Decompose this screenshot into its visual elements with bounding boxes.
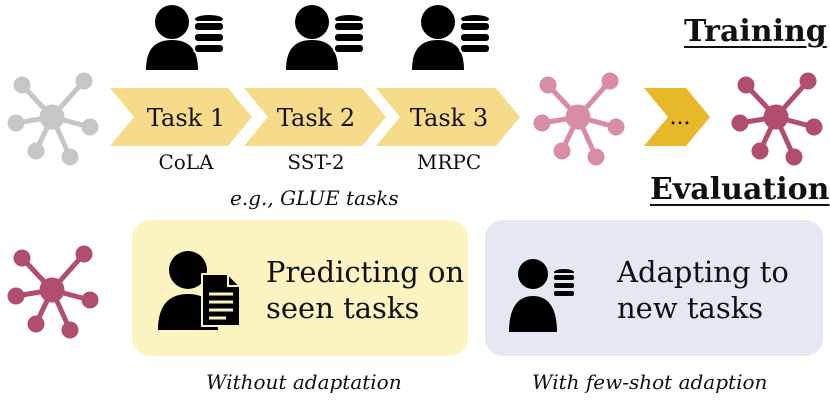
network-node-icon-eval	[8, 246, 98, 338]
training-heading: Training	[684, 14, 827, 49]
user-database-icon-3	[411, 4, 491, 71]
task-chevron-1	[110, 88, 252, 146]
user-database-icon-2	[285, 4, 365, 71]
task-label-3: Task 3	[410, 104, 488, 132]
new-tasks-caption: With few-shot adaption	[532, 370, 768, 394]
dataset-label-2: SST-2	[287, 150, 345, 174]
seen-tasks-line1: Predicting on	[266, 255, 465, 289]
dataset-label-1: CoLA	[158, 150, 214, 174]
seen-tasks-panel: Predicting on seen tasks	[132, 220, 468, 356]
task-label-2: Task 2	[277, 104, 355, 132]
network-node-icon-gray	[8, 73, 98, 165]
user-database-icon-eval	[509, 259, 576, 332]
new-tasks-line1: Adapting to	[617, 255, 789, 289]
new-tasks-panel: Adapting to new tasks	[485, 220, 823, 356]
task-chevron-2	[244, 88, 386, 146]
continuation-chevron	[644, 88, 710, 146]
glue-note: e.g., GLUE tasks	[230, 186, 399, 210]
dataset-label-3: MRPC	[416, 150, 482, 174]
evaluation-heading: Evaluation	[650, 172, 830, 207]
network-node-icon-crimson	[732, 73, 822, 165]
user-document-icon	[158, 251, 241, 330]
network-node-icon-pink	[534, 73, 624, 165]
seen-tasks-caption: Without adaptation	[206, 370, 402, 394]
task-chevron-3	[376, 88, 520, 146]
new-tasks-line2: new tasks	[617, 291, 764, 325]
seen-tasks-line2: seen tasks	[266, 291, 420, 325]
continuation-ellipsis: ...	[670, 105, 691, 130]
task-label-1: Task 1	[147, 104, 225, 132]
user-database-icon-1	[145, 4, 225, 71]
